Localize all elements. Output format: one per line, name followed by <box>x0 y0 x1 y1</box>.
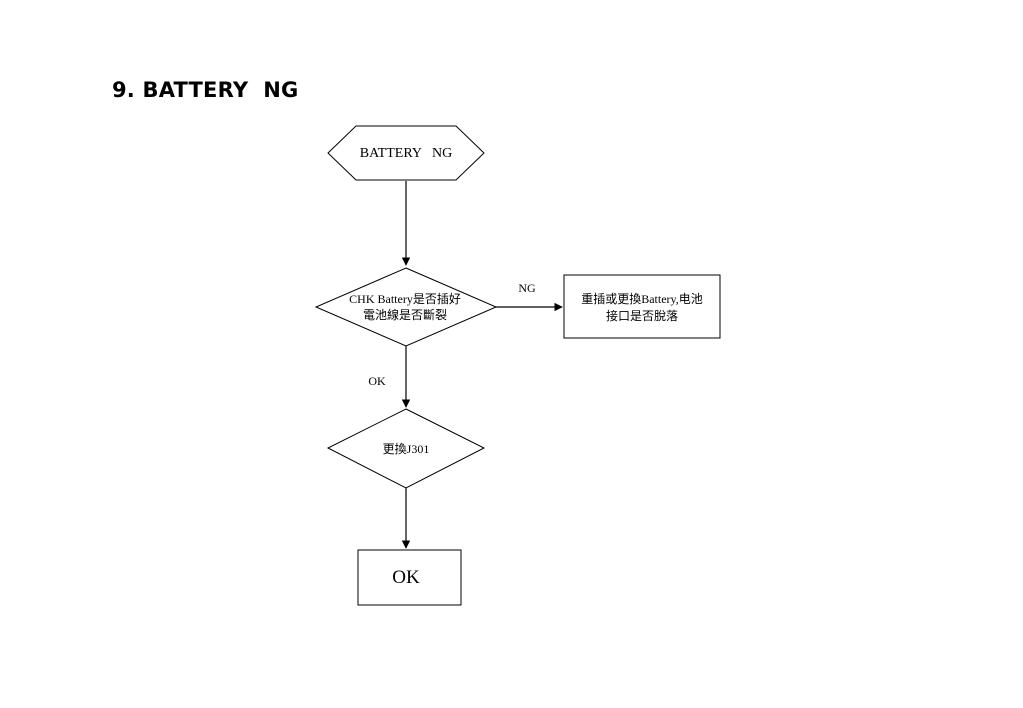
decision-check-battery: CHK Battery是否插好 電池線是否斷裂 <box>314 267 498 347</box>
page-title: 9. BATTERY NG <box>112 78 299 102</box>
action-box <box>563 274 721 339</box>
start-node: BATTERY NG <box>327 125 485 181</box>
end-box <box>357 549 462 606</box>
decision-check-battery-line1: CHK Battery是否插好 <box>349 292 461 306</box>
edge-label-ok: OK <box>368 374 386 388</box>
decision-diamond-j301 <box>326 408 486 489</box>
replace-j301-label: 更換J301 <box>383 442 430 456</box>
decision-diamond <box>314 267 498 347</box>
action-reinsert-line1: 重插或更換Battery,电池 <box>581 292 703 306</box>
end-node: OK <box>357 549 462 606</box>
decision-replace-j301: 更換J301 <box>326 408 486 489</box>
edge-label-ng: NG <box>518 281 536 295</box>
start-label: BATTERY NG <box>360 146 452 161</box>
action-reinsert-line2: 接口是否脫落 <box>606 308 678 323</box>
action-reinsert-battery: 重插或更換Battery,电池 接口是否脫落 <box>563 274 721 339</box>
end-label: OK <box>392 567 420 588</box>
decision-check-battery-line2: 電池線是否斷裂 <box>363 307 447 322</box>
start-hexagon <box>327 125 485 181</box>
